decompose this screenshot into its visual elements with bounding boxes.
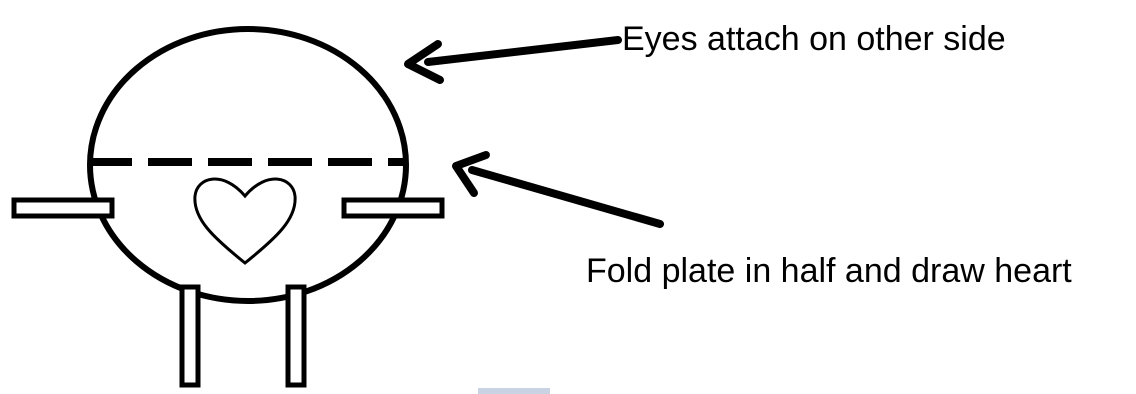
heart-icon xyxy=(195,179,295,263)
right-arm-tab xyxy=(344,200,442,216)
eyes-label: Eyes attach on other side xyxy=(622,22,1006,56)
left-leg-tab xyxy=(182,287,198,385)
fold-label: Fold plate in half and draw heart xyxy=(586,254,1072,288)
left-arm-tab xyxy=(14,200,112,216)
right-leg-tab xyxy=(288,287,304,385)
scroll-indicator xyxy=(478,388,550,394)
fold-arrow-icon xyxy=(456,155,660,224)
eyes-arrow-icon xyxy=(408,40,618,80)
